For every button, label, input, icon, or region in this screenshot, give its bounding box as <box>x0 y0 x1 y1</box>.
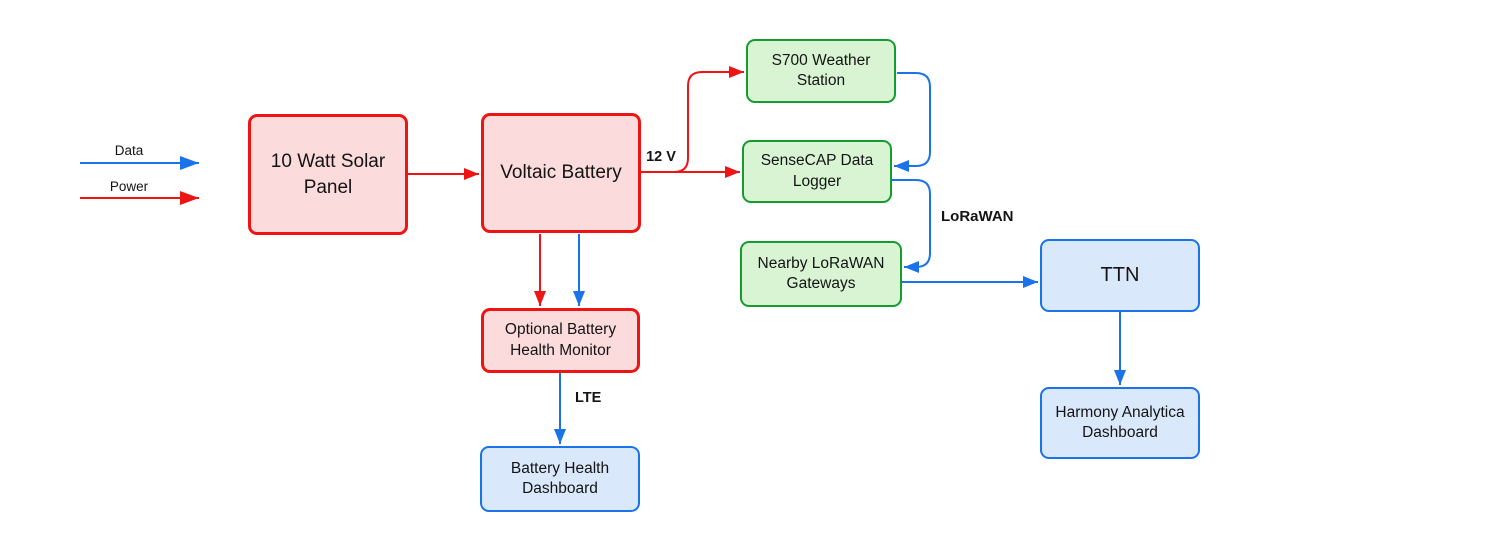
edge-data-s700-to-sensecap <box>894 72 931 172</box>
node-label: Battery Health Dashboard <box>510 459 610 497</box>
node-harmony-dashboard: Harmony Analytica Dashboard <box>1040 387 1200 459</box>
node-label: Harmony Analytica Dashboard <box>1055 403 1185 441</box>
node-label: Nearby LoRaWAN Gateways <box>757 254 885 292</box>
edge-label-lte: LTE <box>575 390 602 406</box>
edge-data-sensecap-to-gateways <box>892 179 931 273</box>
node-label: Optional Battery Health Monitor <box>504 321 617 359</box>
edge-power-battery-to-s700 <box>673 66 744 173</box>
legend-power-label: Power <box>109 179 149 194</box>
edge-label-12v: 12 V <box>646 149 676 165</box>
node-label: SenseCAP Data Logger <box>760 152 874 190</box>
node-battery-health-dashboard: Battery Health Dashboard <box>480 446 640 512</box>
node-ttn: TTN <box>1040 239 1200 312</box>
node-battery-health-monitor: Optional Battery Health Monitor <box>481 308 640 373</box>
node-s700-weather-station: S700 Weather Station <box>746 39 896 103</box>
node-sensecap-data-logger: SenseCAP Data Logger <box>742 140 892 203</box>
legend-data-label: Data <box>114 143 144 158</box>
node-label: 10 Watt Solar Panel <box>270 151 386 198</box>
node-solar-panel: 10 Watt Solar Panel <box>248 114 408 235</box>
node-voltaic-battery: Voltaic Battery <box>481 113 641 233</box>
edge-label-lorawan: LoRaWAN <box>941 208 1014 225</box>
node-label: Voltaic Battery <box>500 162 622 184</box>
node-label: S700 Weather Station <box>771 51 871 89</box>
node-label: TTN <box>1100 264 1140 287</box>
node-lorawan-gateways: Nearby LoRaWAN Gateways <box>740 241 902 307</box>
